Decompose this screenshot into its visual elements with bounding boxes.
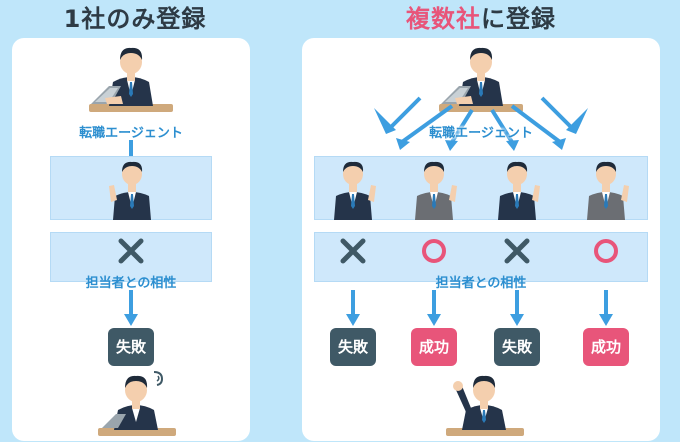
result-fail-1: 失敗 (330, 328, 376, 366)
left-result-fail: 失敗 (108, 328, 154, 366)
left-agent-label: 転職エージェント (79, 126, 183, 141)
jobseeker-laptop-illustration-right (439, 47, 523, 112)
right-compat-band (314, 232, 648, 282)
happy-seeker-illustration (446, 375, 524, 436)
branch-arrows (374, 96, 588, 151)
right-title: 複数社に登録 (302, 2, 660, 36)
left-title: 1社のみ登録 (0, 2, 270, 36)
result-success-4: 成功 (583, 328, 629, 366)
left-connector (129, 140, 133, 156)
agent-4-illustration (587, 161, 629, 220)
result-success-2: 成功 (411, 328, 457, 366)
cross-mark-3 (504, 238, 530, 264)
arrow-down-2 (427, 290, 441, 326)
dejected-seeker-illustration (98, 371, 176, 436)
agent-2-illustration (415, 161, 457, 220)
right-title-accent: 複数社 (406, 5, 481, 33)
jobseeker-laptop-illustration (89, 47, 173, 112)
result-fail-3: 失敗 (494, 328, 540, 366)
right-title-rest: に登録 (481, 5, 556, 33)
cross-mark (118, 238, 144, 264)
right-panel: 転職エージェント 担当者との相性 失敗成功失敗成功 (302, 38, 660, 441)
right-agent-label: 転職エージェント (429, 126, 533, 141)
left-compat-label: 担当者との相性 (85, 276, 177, 291)
cross-mark-1 (340, 238, 366, 264)
left-panel: 転職エージェント 担当者との相性 失敗 (12, 38, 250, 441)
arrow-down-3 (510, 290, 524, 326)
circle-mark-4 (594, 239, 618, 263)
left-arrow-down (124, 290, 138, 326)
arrow-down-1 (346, 290, 360, 326)
agent-1-illustration (334, 161, 376, 220)
agent-illustration (109, 161, 151, 220)
circle-mark-2 (422, 239, 446, 263)
left-compat-band (50, 232, 212, 282)
agent-3-illustration (498, 161, 540, 220)
right-compat-label: 担当者との相性 (435, 276, 527, 291)
arrow-down-4 (599, 290, 613, 326)
left-title-text: 1社のみ登録 (63, 5, 207, 33)
